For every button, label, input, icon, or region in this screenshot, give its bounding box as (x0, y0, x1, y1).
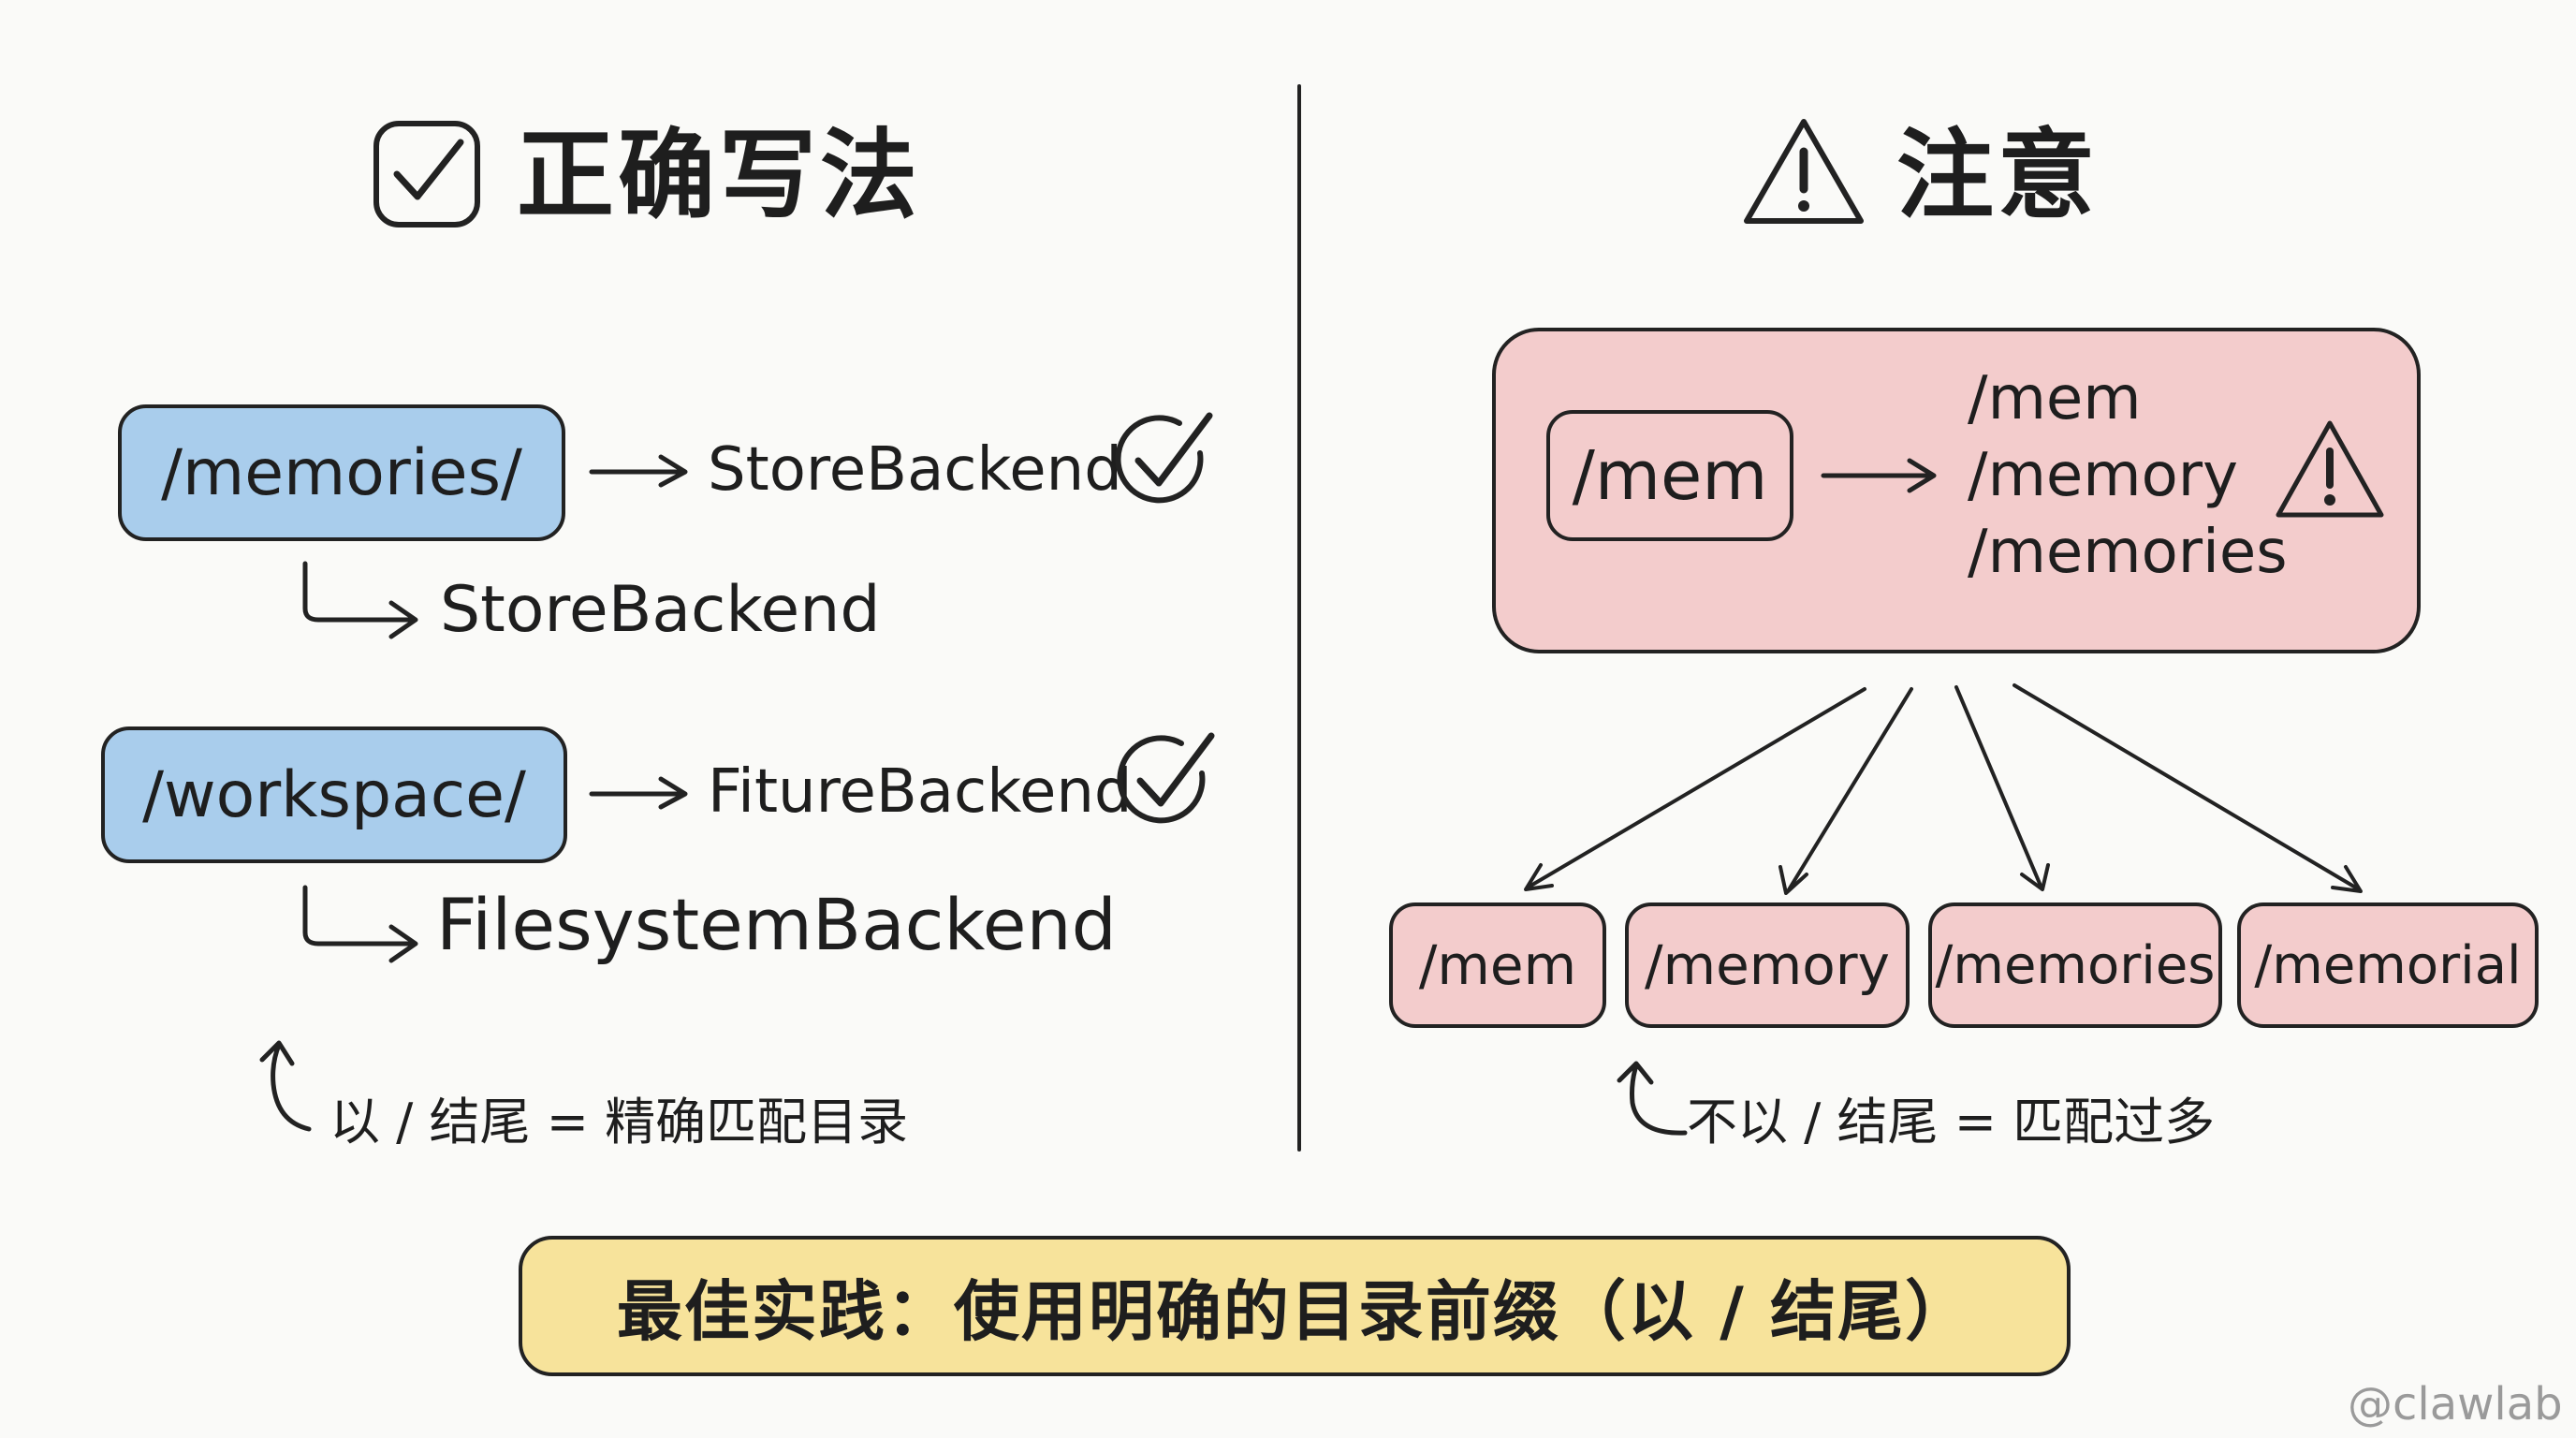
target-text: /mem (1418, 933, 1577, 997)
left-note: 以 / 结尾 = 精确匹配目录 (329, 1093, 909, 1152)
match-item: /memories (1968, 518, 2288, 587)
best-practice-text: 最佳实践：使用明确的目录前缀（以 / 结尾） (616, 1272, 1973, 1350)
hook-arrow-icon (302, 561, 418, 639)
check-circle-icon (1115, 412, 1213, 504)
match-item: /mem (1968, 364, 2142, 433)
right-heading: 注意 (1896, 118, 2100, 232)
target-pill-memories: /memories (1928, 902, 2222, 1028)
source-prefix-pill: /mem (1546, 410, 1793, 541)
left-heading: 正确写法 (517, 118, 922, 232)
fallback-label: StoreBackend (440, 573, 881, 647)
target-pill-memory: /memory (1625, 902, 1910, 1028)
right-arrow-icon (1821, 458, 1937, 493)
target-text: /memories (1935, 934, 2216, 996)
prefix-text: /workspace/ (142, 757, 526, 832)
fallback-label: FilesystemBackend (436, 883, 1117, 966)
prefix-text: /memories/ (161, 435, 522, 510)
right-note: 不以 / 结尾 = 匹配过多 (1687, 1093, 2216, 1152)
right-arrow-icon (589, 776, 688, 810)
watermark: @clawlab (2348, 1378, 2563, 1431)
best-practice-banner: 最佳实践：使用明确的目录前缀（以 / 结尾） (519, 1236, 2071, 1376)
prefix-pill-workspace: /workspace/ (101, 726, 567, 863)
hook-arrow-icon (302, 885, 418, 963)
right-arrow-icon (589, 454, 688, 488)
target-pill-memorial: /memorial (2237, 902, 2539, 1028)
warning-triangle-icon (1744, 119, 1864, 224)
source-prefix-text: /mem (1572, 436, 1768, 515)
check-box-icon (373, 121, 480, 227)
warning-triangle-icon (2276, 420, 2384, 518)
center-divider (1297, 84, 1301, 1152)
backend-label: FitureBackend (708, 757, 1133, 827)
match-item: /memory (1968, 441, 2238, 510)
target-text: /memorial (2254, 934, 2522, 996)
prefix-pill-memories: /memories/ (118, 404, 565, 541)
check-circle-icon (1117, 732, 1215, 824)
curved-up-arrow-icon (259, 1040, 312, 1132)
target-pill-mem: /mem (1389, 902, 1606, 1028)
curved-up-arrow-icon (1617, 1061, 1688, 1136)
fan-out-arrows (1524, 683, 2363, 895)
target-text: /memory (1645, 933, 1890, 997)
backend-label: StoreBackend (708, 435, 1122, 505)
